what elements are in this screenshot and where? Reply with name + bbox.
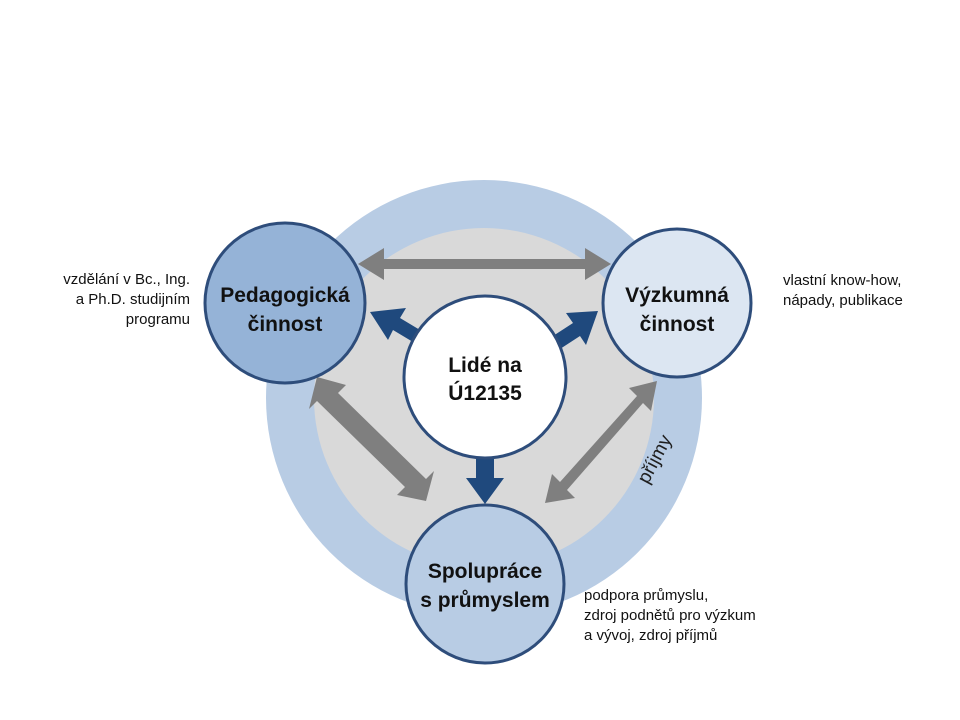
center-node-line1: Lidé na [448,354,522,377]
industry-note: podpora průmyslu, zdroj podnětů pro výzk… [584,586,756,646]
node-research: Výzkumná činnost [601,227,753,379]
arrow-center-to-pedagogy [370,308,420,342]
node-industry-circle [404,503,566,665]
node-industry-line2: s průmyslem [420,589,550,612]
pedagogy-note: vzdělání v Bc., Ing. a Ph.D. studijním p… [63,270,190,330]
node-industry-line1: Spolupráce [428,560,542,583]
node-pedagogy: Pedagogická činnost [203,221,367,385]
node-pedagogy-circle [203,221,367,385]
node-research-line2: činnost [640,313,715,336]
center-node-line2: Ú12135 [448,381,522,405]
industry-note-line: zdroj podnětů pro výzkum [584,607,756,624]
node-pedagogy-line2: činnost [248,313,323,336]
center-node-circle [402,294,568,460]
research-note-line: nápady, publikace [783,292,903,309]
arrow-research-industry [545,381,657,503]
node-research-line1: Výzkumná [625,284,729,307]
research-note: vlastní know-how, nápady, publikace [783,271,903,311]
research-note-line: vlastní know-how, [783,272,902,289]
pedagogy-note-line: vzdělání v Bc., Ing. [63,271,190,288]
industry-note-line: a vývoj, zdroj příjmů [584,627,718,644]
arrow-center-to-industry [466,458,504,504]
arrow-pedagogy-research [358,248,611,280]
center-node: Lidé na Ú12135 [402,294,568,460]
pedagogy-note-line: programu [125,311,190,328]
node-research-circle [601,227,753,379]
node-pedagogy-line1: Pedagogická [220,284,350,307]
node-industry: Spolupráce s průmyslem [404,503,566,665]
arrow-pedagogy-industry [309,377,434,501]
industry-note-line: podpora průmyslu, [584,587,709,604]
pedagogy-note-line: a Ph.D. studijním [75,291,190,308]
arrow-center-to-research [553,311,598,349]
